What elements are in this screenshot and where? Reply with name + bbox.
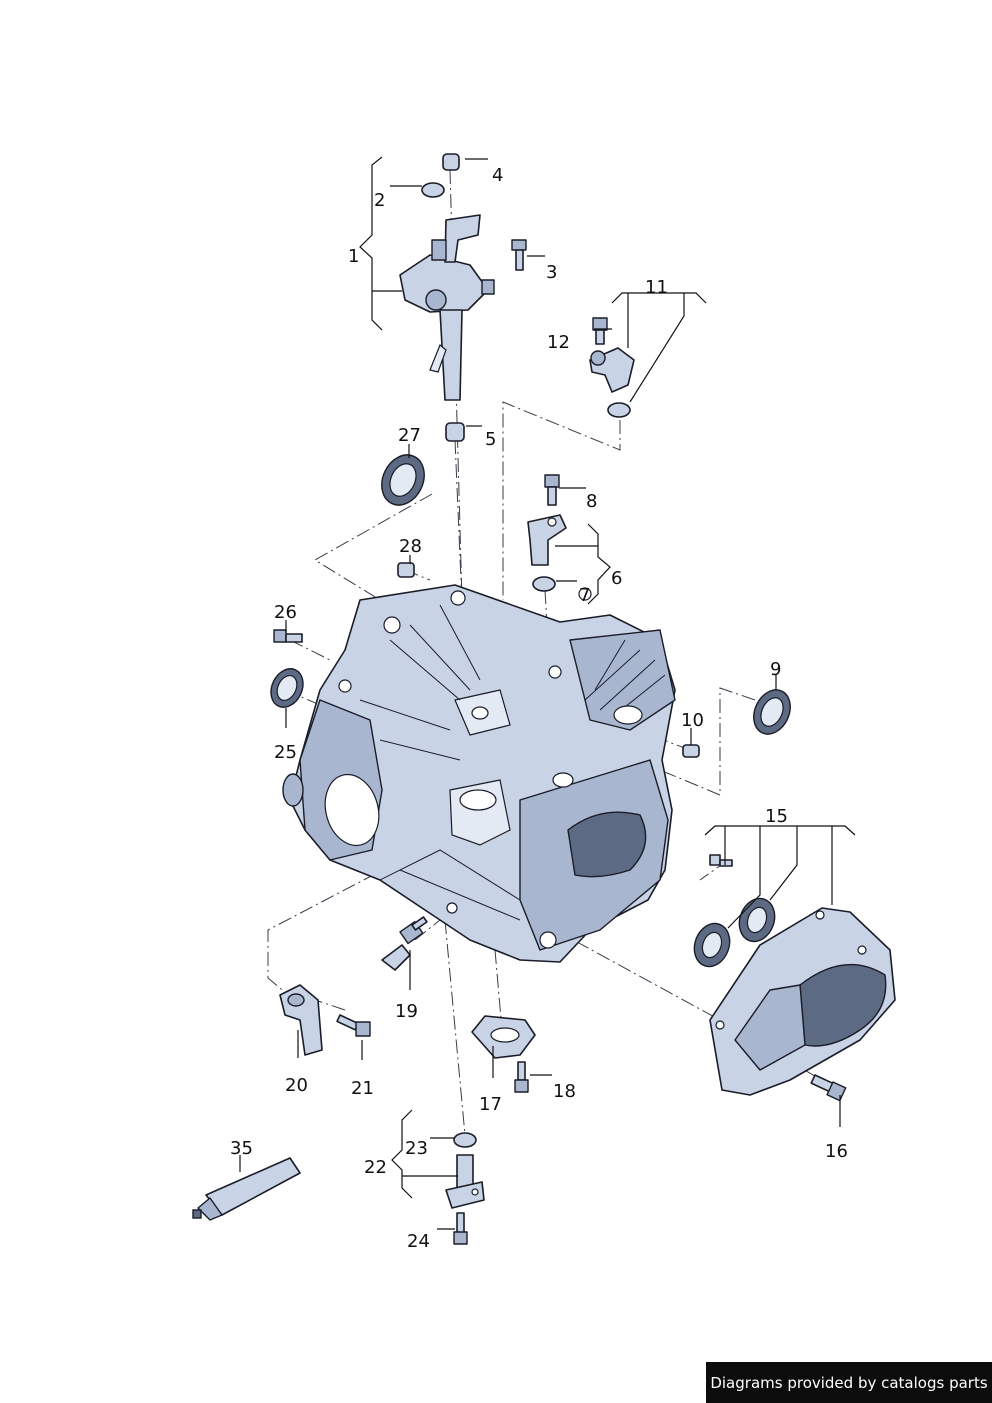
- part-7-seal: [532, 576, 556, 592]
- callout-11: 11: [645, 277, 668, 298]
- callout-35: 35: [230, 1138, 253, 1159]
- callout-27: 27: [398, 425, 421, 446]
- callout-5: 5: [485, 429, 496, 450]
- cover-bearing-1: [693, 922, 731, 968]
- callout-8: 8: [586, 491, 597, 512]
- part-20-pipe-fitting: [279, 984, 323, 1056]
- leader-lines: [239, 156, 856, 1230]
- callout-15: 15: [765, 806, 788, 827]
- callout-9: 9: [770, 659, 781, 680]
- credit-text: Diagrams provided by catalogs parts: [710, 1373, 988, 1392]
- callout-1: 1: [348, 246, 359, 267]
- callout-16: 16: [825, 1141, 848, 1162]
- part-11-sensor: [589, 347, 635, 393]
- callout-3: 3: [546, 262, 557, 283]
- o-ring-11: [607, 402, 631, 418]
- part-8-bolt: [544, 474, 560, 506]
- part-26-screw: [273, 629, 303, 643]
- callout-2: 2: [374, 190, 385, 211]
- part-22-guide-tube: [445, 1154, 485, 1209]
- gearbox-housing: [282, 584, 676, 963]
- part-25-seal: [270, 668, 304, 708]
- part-24-bolt: [453, 1212, 468, 1245]
- part-3-bolt: [511, 239, 527, 271]
- callout-22: 22: [364, 1157, 387, 1178]
- callout-10: 10: [681, 710, 704, 731]
- part-18-bolt: [514, 1061, 529, 1093]
- callout-23: 23: [405, 1138, 428, 1159]
- part-19-switch: [381, 916, 428, 971]
- part-1-selector-assembly: [399, 214, 495, 401]
- callout-21: 21: [351, 1078, 374, 1099]
- callout-17: 17: [479, 1094, 502, 1115]
- callout-18: 18: [553, 1081, 576, 1102]
- part-6-guide-sleeve: [527, 514, 567, 566]
- part-27-shaft-seal: [381, 454, 425, 506]
- callout-6: 6: [611, 568, 622, 589]
- part-12-screw: [592, 317, 608, 345]
- callout-24: 24: [407, 1231, 430, 1252]
- part-5-bushing: [445, 422, 465, 442]
- callout-7: 7: [579, 585, 590, 606]
- part-16-bolt: [810, 1074, 847, 1102]
- callout-12: 12: [547, 332, 570, 353]
- part-21-bolt: [336, 1014, 371, 1037]
- part-35-sealant-tube: [192, 1157, 301, 1221]
- callout-26: 26: [274, 602, 297, 623]
- part-23-o-ring: [453, 1132, 477, 1148]
- part-9-seal: [753, 689, 791, 735]
- callout-labels: 1 2 3 4 5 6 7 8 9 10 11 12 15 16 17 18 1…: [230, 165, 848, 1252]
- part-28-plug: [397, 562, 415, 578]
- callout-25: 25: [274, 742, 297, 763]
- part-2-seal-ring: [421, 182, 445, 198]
- part-4-cap: [442, 153, 460, 171]
- callout-19: 19: [395, 1001, 418, 1022]
- cover-bearing-2: [738, 897, 776, 943]
- part-15-cover-assembly: [693, 854, 896, 1096]
- callout-28: 28: [399, 536, 422, 557]
- part-10-plug: [682, 744, 700, 758]
- callout-20: 20: [285, 1075, 308, 1096]
- credit-banner: Diagrams provided by catalogs parts: [706, 1362, 992, 1403]
- part-17-bracket: [471, 1015, 536, 1059]
- callout-4: 4: [492, 165, 503, 186]
